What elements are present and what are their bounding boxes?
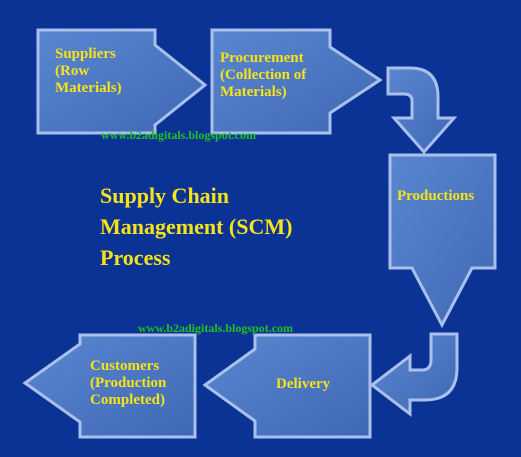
productions-block-arrow bbox=[388, 153, 497, 329]
curved-arrow-top-right bbox=[386, 66, 458, 155]
procurement-label-line: Materials) bbox=[220, 84, 287, 100]
suppliers-label-line: Suppliers bbox=[55, 46, 116, 62]
suppliers-block-arrow bbox=[36, 28, 208, 135]
customers-label-line: Customers bbox=[90, 358, 160, 374]
watermark-top: www.b2adigitals.blogspot.com bbox=[101, 128, 257, 142]
title-line: Process bbox=[100, 245, 171, 270]
suppliers-label-line: Materials) bbox=[55, 80, 122, 96]
delivery-label: Delivery bbox=[276, 376, 330, 393]
suppliers-label-line: (Row bbox=[55, 63, 90, 79]
title-line: Management (SCM) bbox=[100, 214, 293, 239]
curved-arrow-bottom-right bbox=[369, 332, 459, 418]
delivery-block-arrow bbox=[202, 333, 372, 439]
suppliers-label: Suppliers (Row Materials) bbox=[55, 46, 122, 97]
watermark-bottom: www.b2adigitals.blogspot.com bbox=[138, 321, 294, 335]
customers-label: Customers (Production Completed) bbox=[90, 358, 166, 409]
diagram-title: Supply Chain Management (SCM) Process bbox=[100, 180, 292, 273]
delivery-label-line: Delivery bbox=[276, 376, 331, 392]
procurement-block-arrow bbox=[210, 28, 383, 135]
customers-label-line: Completed) bbox=[90, 392, 165, 408]
title-line: Supply Chain bbox=[100, 183, 230, 208]
procurement-label-line: (Collection of bbox=[220, 67, 307, 83]
customers-label-line: (Production bbox=[90, 375, 167, 391]
procurement-label-line: Procurement bbox=[220, 50, 304, 66]
productions-label: Productions bbox=[397, 188, 474, 205]
procurement-label: Procurement (Collection of Materials) bbox=[220, 50, 306, 101]
productions-label-line: Productions bbox=[397, 188, 475, 204]
customers-block-arrow bbox=[22, 333, 197, 439]
